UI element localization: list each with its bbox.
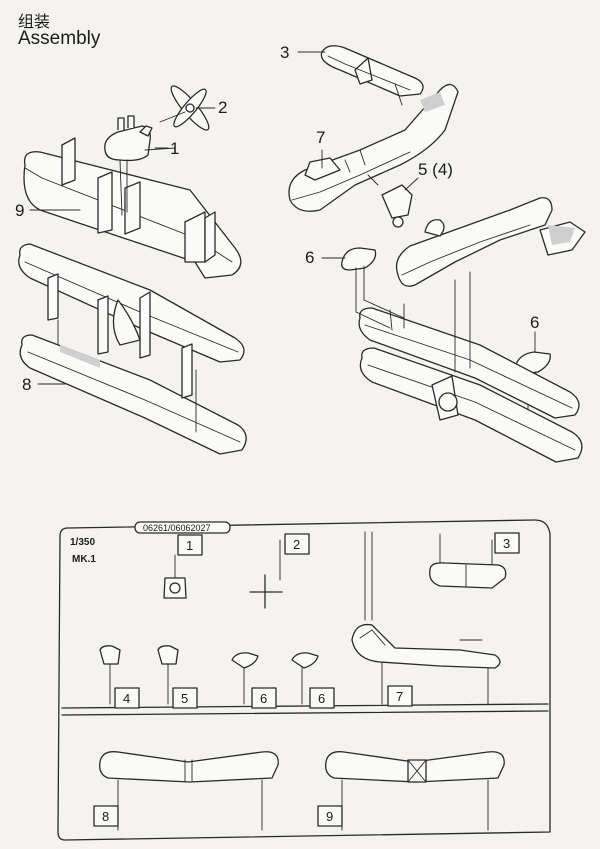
part-5-component [381,177,419,228]
callouts: 1 2 3 5 (4) 6 6 7 8 9 [15,43,539,394]
sprue-part-6a: 6 [260,691,267,706]
sprue-part-1: 1 [186,538,193,553]
sprue-part-9: 9 [326,809,333,824]
left-float-hull [23,137,242,279]
part-6-wingfloat-left [341,247,377,313]
left-lower-wing [19,334,247,455]
callout-6b: 6 [530,313,539,332]
right-lower-wing [359,347,583,463]
sprue-mark: MK.1 [72,554,96,565]
sprue-part-2: 2 [293,537,300,552]
callout-7: 7 [316,128,325,147]
callout-1: 1 [170,139,179,158]
part-3-tailplane [320,45,424,106]
part-2-propeller [159,85,215,131]
callout-2: 2 [218,98,227,117]
part-1-engine [104,115,176,216]
sprue-part-6b: 6 [318,691,325,706]
right-fuselage-assembled [395,197,586,287]
sprue-code: 06261/06062027 [143,523,211,533]
sprue-part-7: 7 [396,689,403,704]
callout-8: 8 [22,375,31,394]
sprue-part-4: 4 [123,691,130,706]
callout-5: 5 (4) [418,160,453,179]
heading-english: Assembly [18,28,101,49]
callout-6a: 6 [305,248,314,267]
callout-3: 3 [280,43,289,62]
callout-9: 9 [15,201,24,220]
sprue-part-3: 3 [503,536,510,551]
right-guide-lines [355,271,471,373]
heading-chinese: 组装 [18,14,51,31]
left-wing-struts [47,273,197,433]
sprue-part-5: 5 [181,691,188,706]
sprue-scale: 1/350 [70,537,95,548]
part-7-fuselage [288,83,459,212]
sprue-part-8: 8 [102,809,109,824]
sprue-frame: 06261/06062027 1/350 MK.1 1 2 3 [57,519,551,841]
